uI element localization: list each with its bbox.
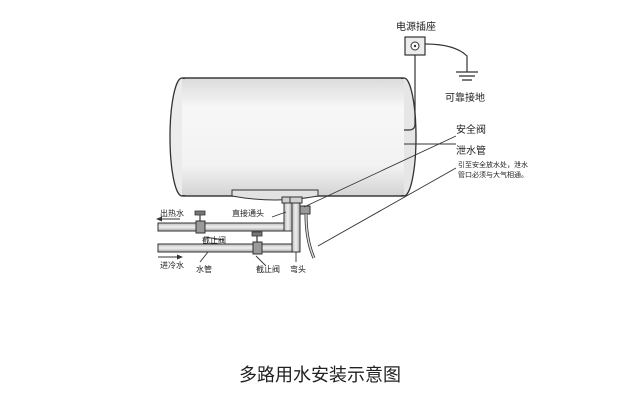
stop-valve-lower-label: 截止阀 xyxy=(256,264,280,274)
cold-water-in-label: 进冷水 xyxy=(160,260,184,270)
power-cable xyxy=(404,55,416,131)
safety-valve-label: 安全阀 xyxy=(456,123,486,136)
pipe-cover xyxy=(231,189,319,201)
ground-icon xyxy=(456,71,478,81)
water-pipe-label: 水管 xyxy=(196,264,212,274)
hot-water-out-label: 出热水 xyxy=(160,208,184,218)
direct-joint-label: 直接通头 xyxy=(232,208,264,218)
drain-hose-inner xyxy=(305,213,315,259)
diagram-caption: 多路用水安装示意图 xyxy=(239,365,401,386)
stop-valve-upper xyxy=(194,210,206,234)
hot-water-arrow xyxy=(156,216,180,222)
ground-wire xyxy=(424,43,468,72)
cold-water-arrow xyxy=(158,254,183,260)
power-socket xyxy=(404,36,426,56)
drain-note-line1: 引至安全放水处，泄水 xyxy=(458,160,528,169)
safety-valve xyxy=(299,205,311,215)
water-heater-tank xyxy=(169,77,417,197)
drain-note-line2: 管口必须与大气相通。 xyxy=(458,170,528,179)
ground-label: 可靠接地 xyxy=(445,91,485,104)
tank-connectors xyxy=(281,196,303,204)
stop-valve-lower xyxy=(251,231,263,255)
leader-lines xyxy=(199,135,457,267)
power-socket-label: 电源插座 xyxy=(396,20,436,33)
stop-valve-upper-label: 截止阀 xyxy=(202,235,226,245)
drain-pipe-label: 泄水管 xyxy=(456,144,486,157)
elbow-label: 弯头 xyxy=(290,264,306,274)
